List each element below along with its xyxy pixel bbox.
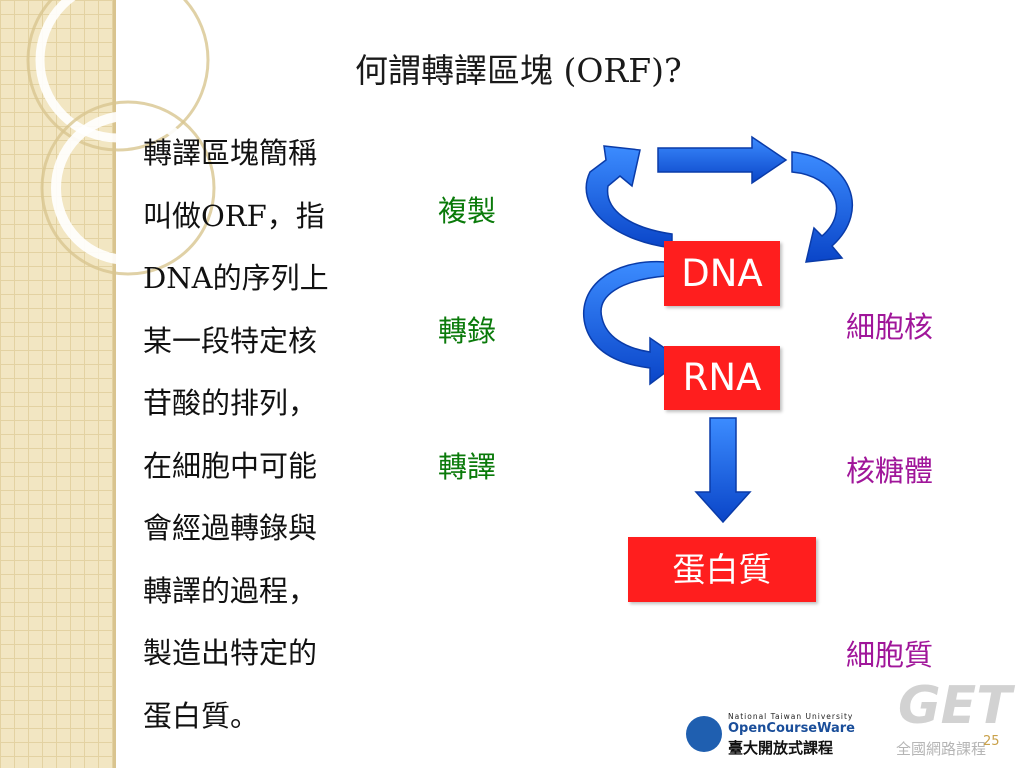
get-logo-mark: GET (898, 676, 1012, 736)
transcription-arrow (583, 260, 684, 386)
body-line: DNA的序列上 (143, 261, 329, 295)
replication-right-arrow (791, 151, 853, 263)
label-ribosome: 核糖體 (846, 454, 934, 488)
replication-left-arrow (585, 145, 673, 249)
dna-label: DNA (681, 252, 763, 295)
body-line: 會經過轉錄與 (143, 511, 318, 545)
get-watermark-logo: GET 全國網路課程 (886, 672, 1024, 768)
body-line: 叫做ORF，指 (143, 198, 325, 233)
label-translation: 轉譯 (438, 450, 497, 484)
ntu-emblem-icon (686, 716, 722, 752)
dna-box: DNA (664, 241, 780, 306)
label-transcription: 轉錄 (438, 314, 497, 348)
body-line: 轉譯區塊簡稱 (143, 136, 318, 170)
ntu-ocw-logo: National Taiwan University OpenCourseWar… (686, 712, 856, 757)
page-number: 25 (983, 734, 1000, 749)
label-replication: 複製 (438, 194, 497, 228)
rna-box: RNA (664, 346, 780, 410)
body-line: 製造出特定的 (143, 636, 318, 670)
ntu-ocw-text: OpenCourseWare (728, 721, 855, 736)
protein-box: 蛋白質 (628, 537, 816, 602)
label-cytoplasm: 細胞質 (846, 638, 934, 672)
ntu-university-text: National Taiwan University (728, 712, 854, 721)
body-line: 某一段特定核 (143, 323, 318, 358)
body-line: 在細胞中可能 (143, 448, 318, 483)
body-paragraph: 轉譯區塊簡稱 叫做ORF，指 DNA的序列上 某一段特定核 苷酸的排列， 在細胞… (143, 122, 388, 747)
translation-arrow (694, 417, 752, 524)
get-logo-subtitle: 全國網路課程 (896, 740, 987, 758)
rna-label: RNA (682, 356, 762, 399)
label-nucleus: 細胞核 (846, 310, 934, 344)
body-line: 苷酸的排列， (143, 386, 318, 420)
slide-title: 何謂轉譯區塊 (ORF)? (355, 51, 682, 90)
body-line: 轉譯的過程， (143, 573, 318, 608)
protein-label: 蛋白質 (672, 550, 772, 589)
sidebar-edge (113, 0, 116, 768)
ntu-chinese-text: 臺大開放式課程 (728, 739, 834, 757)
replication-top-arrow (657, 135, 788, 185)
body-line: 蛋白質。 (143, 698, 260, 733)
